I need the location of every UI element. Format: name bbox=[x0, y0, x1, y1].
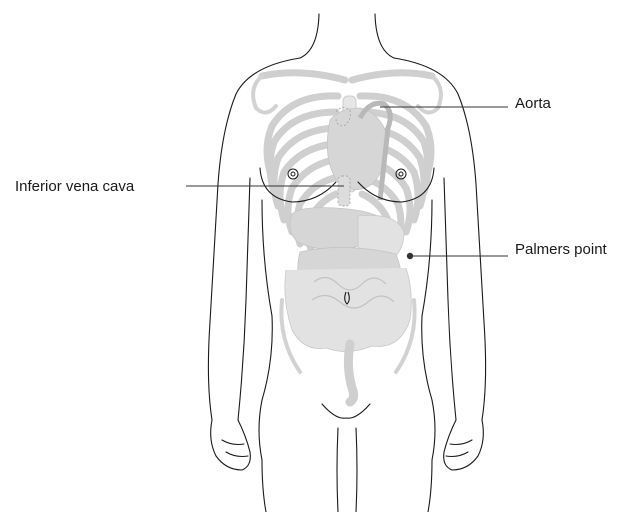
palmers-point-label: Palmers point bbox=[515, 242, 607, 257]
abdominal-organs bbox=[285, 208, 411, 402]
palmers-point-marker bbox=[407, 253, 413, 259]
aorta-label: Aorta bbox=[515, 96, 551, 111]
inferior-vena-cava-label: Inferior vena cava bbox=[15, 179, 134, 194]
inferior-vena-cava-vessel bbox=[338, 176, 350, 206]
